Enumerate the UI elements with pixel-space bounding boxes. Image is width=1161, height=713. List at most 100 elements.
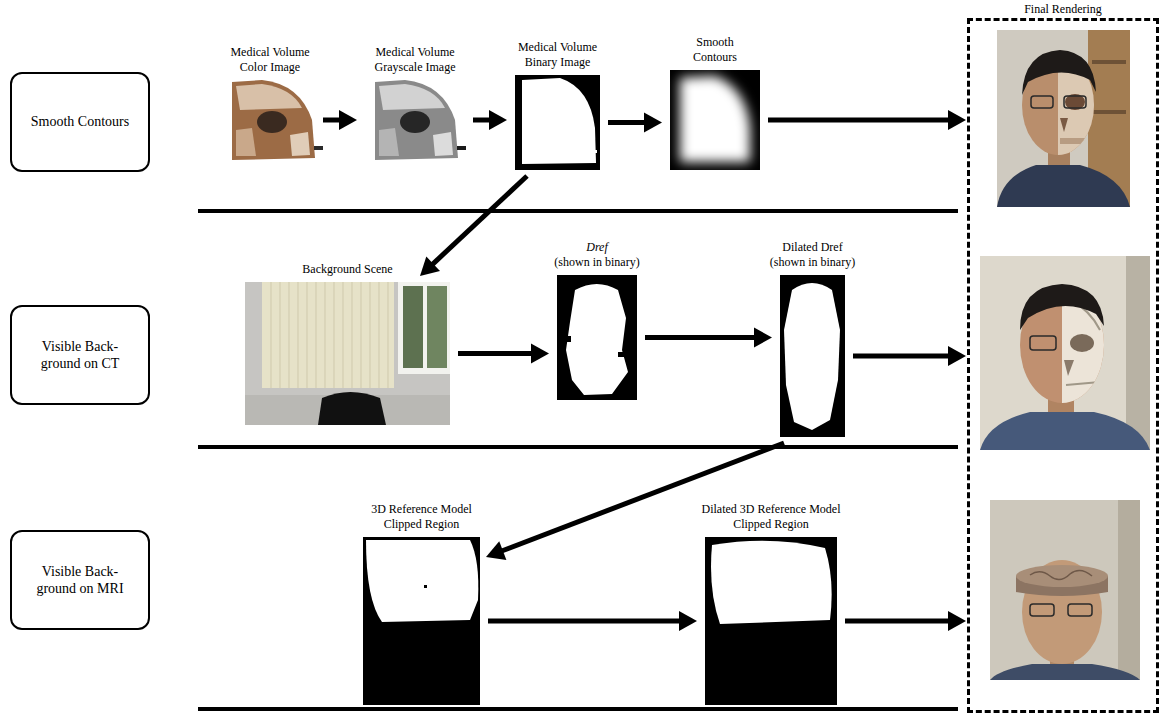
binary-volume-image (522, 78, 596, 164)
arrow-head (339, 110, 357, 130)
step-caption: Smooth Contours (685, 35, 745, 65)
final-render-photo (990, 664, 1140, 680)
final-render-photo (997, 30, 1130, 207)
grayscale-volume-image (433, 132, 453, 156)
step-caption: Medical Volume Grayscale Image (365, 45, 465, 75)
image-area (705, 537, 837, 705)
arrow-shaft (768, 118, 950, 123)
background-scene-photo (245, 282, 450, 425)
background-scene-photo (262, 282, 394, 388)
arrow-shaft (488, 619, 681, 624)
final-render-photo (1022, 50, 1096, 95)
final-render-photo (1092, 60, 1126, 64)
background-scene-photo (316, 282, 317, 388)
clipped-region-image (424, 585, 427, 588)
image-step: Smooth Contours (670, 35, 760, 170)
background-scene-photo (388, 282, 389, 388)
image-area (670, 70, 760, 170)
flow-arrow (473, 110, 507, 130)
final-render-photo (1066, 382, 1100, 385)
arrow-shaft (608, 120, 646, 125)
arrow-head (486, 541, 506, 560)
background-scene-photo (271, 282, 272, 388)
final-render-photo (1030, 570, 1092, 579)
dilated-clipped-region-image (705, 537, 837, 705)
grayscale-volume-image (379, 84, 445, 110)
background-scene-photo (318, 392, 386, 425)
grayscale-volume-image (457, 146, 466, 150)
background-scene-photo (289, 282, 290, 388)
image-step: 3D Reference Model Clipped Region (359, 502, 484, 705)
background-scene-photo (271, 282, 388, 388)
row-label-text: Smooth Contours (14, 113, 146, 131)
grayscale-volume-image (379, 128, 399, 156)
row-label-box: Visible Back- ground on CT (10, 305, 150, 405)
dilated-dref-image (780, 275, 845, 437)
clipped-region-image (366, 540, 478, 622)
arrow-head (489, 110, 507, 130)
arrow-head (948, 611, 966, 631)
image-area (515, 75, 600, 170)
step-caption: Background Scene (248, 262, 448, 277)
final-render-photo (997, 165, 1130, 207)
final-render-photo (1126, 256, 1150, 450)
arrow-head (420, 256, 440, 276)
image-step: Medical Volume Binary Image (508, 40, 608, 170)
background-scene-photo (352, 282, 353, 388)
row-separator (198, 445, 958, 449)
image-step: Dilated 3D Reference Model Clipped Regio… (701, 502, 841, 705)
flow-arrow (486, 443, 784, 560)
arrow-head (679, 611, 697, 631)
clipped-region-image (363, 537, 480, 705)
final-render-photo (1064, 96, 1086, 108)
color-volume-image (232, 80, 323, 160)
image-step: Medical Volume Color Image (220, 45, 320, 160)
color-volume-image (257, 111, 287, 133)
background-scene-photo (280, 282, 281, 388)
dilated-clipped-region-image (705, 537, 837, 705)
image-area (557, 275, 637, 400)
flow-arrow (853, 346, 966, 366)
step-caption: Medical Volume Color Image (220, 45, 320, 75)
final-render-photo (1065, 94, 1085, 110)
background-scene-photo (361, 282, 362, 388)
image-step: Dilated Dref(shown in binary) (753, 240, 873, 437)
row-separator (198, 707, 958, 711)
dref-binary-image (557, 275, 637, 400)
dref-binary-image (557, 275, 637, 400)
step-caption: (shown in binary) (537, 255, 657, 270)
arrow-shaft (853, 354, 950, 359)
image-step: Medical Volume Grayscale Image (365, 45, 465, 160)
background-scene-photo (245, 282, 450, 425)
final-render-photo (1068, 604, 1092, 616)
flow-arrow (768, 110, 966, 130)
arrow-head (531, 344, 549, 364)
background-scene-photo (298, 282, 299, 388)
step-caption: Dilated 3D Reference Model Clipped Regio… (701, 502, 841, 532)
final-render-photo (1064, 360, 1074, 376)
binary-volume-image (515, 75, 600, 170)
flow-arrow (645, 328, 772, 348)
grayscale-volume-image (375, 80, 458, 160)
final-render-photo (980, 412, 1150, 450)
arrow-head (948, 110, 966, 130)
final-render-photo (997, 30, 1130, 207)
image-area (225, 80, 315, 160)
row-separator (198, 209, 958, 213)
step-caption: 3D Reference Model Clipped Region (359, 502, 484, 532)
dref-binary-image (618, 352, 624, 357)
dref-binary-image (566, 284, 628, 395)
dref-binary-image (566, 336, 571, 342)
color-volume-image (314, 146, 323, 150)
grayscale-volume-image (375, 80, 466, 160)
background-scene-photo (398, 282, 450, 374)
smooth-contour-image (670, 70, 760, 170)
arrow-shaft (323, 118, 341, 123)
background-scene-photo (343, 282, 344, 388)
smooth-contour-image (670, 70, 760, 170)
step-caption: (shown in binary) (753, 255, 873, 270)
arrow-shaft (845, 619, 950, 624)
binary-volume-image (592, 150, 597, 153)
